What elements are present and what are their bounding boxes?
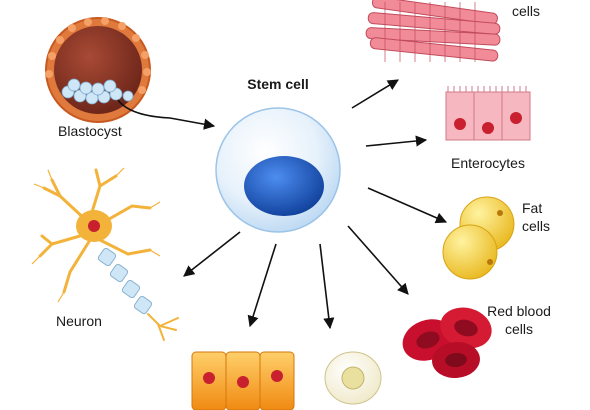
fat-cells-illustration (442, 196, 515, 280)
muscle-cells-illustration (365, 0, 501, 62)
fat-label-line1: Fat (522, 200, 543, 216)
arrow-to-neuron (183, 231, 241, 277)
blastocyst-label: Blastocyst (58, 123, 122, 139)
arrow-blastocyst-to-stem (117, 99, 216, 130)
white-cell-illustration (324, 351, 382, 405)
neuron-illustration (31, 167, 179, 341)
epithelial-cells-illustration (191, 351, 295, 410)
red-blood-cells-illustration (402, 307, 492, 379)
arrow-to-epithelial (247, 243, 277, 328)
enterocytes-illustration (445, 86, 531, 141)
muscle-cells-label: cells (512, 3, 541, 19)
arrow-to-fat (367, 187, 448, 224)
red-blood-label-line2: cells (504, 321, 533, 337)
fat-label-line2: cells (522, 218, 551, 234)
arrow-to-muscle (351, 79, 399, 109)
stem-cell-illustration (215, 107, 341, 233)
arrow-to-enterocytes (365, 135, 428, 147)
stem-cell-label: Stem cell (247, 76, 309, 92)
arrow-to-white-cell (319, 243, 335, 330)
arrow-to-red-blood (347, 225, 409, 295)
neuron-label: Neuron (56, 313, 102, 329)
enterocytes-label: Enterocytes (451, 155, 525, 171)
blastocyst-illustration (45, 17, 151, 123)
red-blood-label-line1: Red blood (487, 303, 551, 319)
